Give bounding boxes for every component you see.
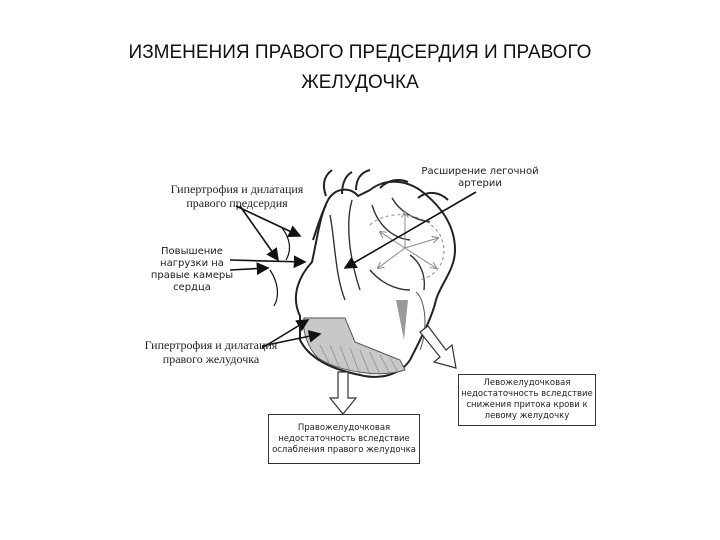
box-left-line-2: недостаточность вследствие — [461, 389, 593, 399]
box-left-ventricular-failure: Левожелудочковая недостаточность вследст… — [458, 374, 596, 426]
label-atrium-hypertrophy: Гипертрофия и дилатация правого предсерд… — [162, 182, 312, 210]
ventricle-shading — [303, 291, 426, 376]
box-right-line-1: Правожелудочковая — [297, 422, 391, 433]
arrow-atrium-1 — [235, 205, 302, 238]
box-right-line-2: недостаточность вследствие — [278, 433, 410, 444]
label-load-line-4: сердца — [173, 282, 211, 293]
heart-inner-structures — [329, 197, 431, 301]
label-load-line-3: правые камеры — [150, 270, 234, 281]
box-left-line-1: Левожелудочковая — [483, 378, 571, 388]
label-ventricle-line-2: правого желудочка — [162, 352, 260, 366]
box-left-line-3: снижения притока крови к — [466, 400, 588, 410]
arrow-load-2 — [229, 262, 270, 275]
arrow-atrium-2 — [239, 205, 279, 262]
title-line-2: ЖЕЛУДОЧКА — [301, 72, 419, 93]
title-line-1: ИЗМЕНЕНИЯ ПРАВОГО ПРЕДСЕРДИЯ И ПРАВОГО — [128, 42, 592, 63]
label-atrium-line-1: Гипертрофия и дилатация — [170, 182, 304, 196]
diagram-title: ИЗМЕНЕНИЯ ПРАВОГО ПРЕДСЕРДИЯ И ПРАВОГО Ж… — [60, 38, 660, 98]
label-pulmonary-artery: Расширение легочной артерии — [418, 166, 542, 190]
arrow-ventricle-1 — [261, 330, 322, 347]
block-arrow-diagonal — [419, 325, 457, 369]
box-right-line-3: ослабления правого желудочка — [272, 444, 416, 455]
arrow-load-1 — [229, 255, 307, 269]
label-atrium-line-2: правого предсердия — [186, 196, 288, 210]
arrow-pulmonary — [343, 191, 477, 269]
label-pulmonary-line-1: Расширение легочной — [421, 166, 539, 177]
label-ventricle-hypertrophy: Гипертрофия и дилатация правого желудочк… — [136, 338, 286, 366]
arrow-ventricle-2 — [261, 319, 310, 349]
pulmonary-expansion-lines — [369, 212, 445, 281]
label-load-increase: Повышение нагрузки на правые камеры серд… — [150, 246, 234, 294]
box-left-line-4: левому желудочку — [484, 411, 570, 421]
label-load-line-2: нагрузки на — [160, 258, 224, 269]
block-arrow-down — [328, 371, 358, 415]
label-load-line-1: Повышение — [161, 246, 223, 257]
box-right-ventricular-failure: Правожелудочковая недостаточность вследс… — [268, 414, 420, 464]
label-ventricle-line-1: Гипертрофия и дилатация — [144, 338, 278, 352]
pointer-arrows — [229, 191, 477, 349]
heart-outline — [294, 169, 457, 378]
label-pulmonary-line-2: артерии — [458, 178, 502, 189]
